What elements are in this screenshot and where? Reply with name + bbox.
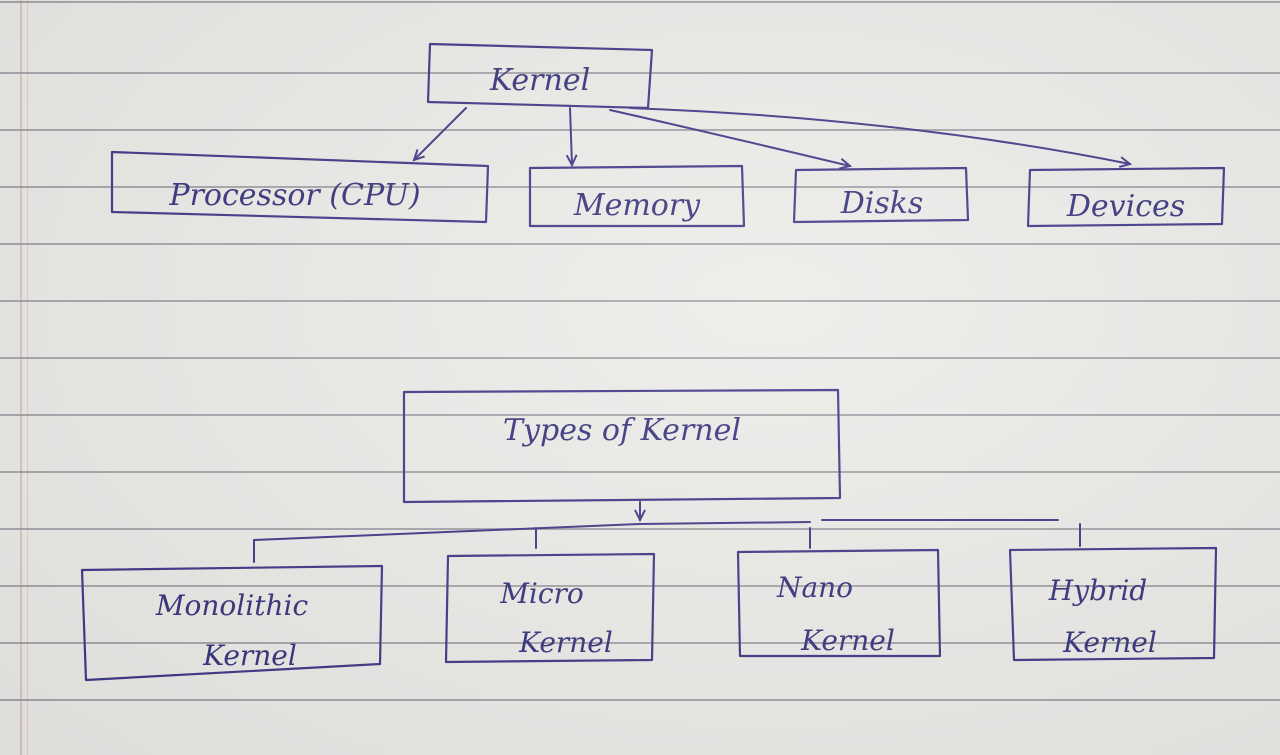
margin-line-inner <box>27 0 28 755</box>
devices-label: Devices <box>1066 189 1185 224</box>
memory-label: Memory <box>573 188 701 223</box>
types-of-kernel-node: Types of Kernel <box>402 388 842 504</box>
edge-kernel-memory <box>565 107 578 168</box>
kernel-label: Kernel <box>489 63 590 98</box>
bracket-left <box>253 521 811 541</box>
hybrid-label-line2: Kernel <box>1062 626 1157 659</box>
types-edges <box>253 501 1081 563</box>
types-of-kernel-label: Types of Kernel <box>503 413 741 448</box>
kernel-edges <box>412 107 1133 170</box>
nano-label-line2: Kernel <box>800 624 895 657</box>
edge-kernel-disks <box>609 109 853 170</box>
micro-label-line2: Kernel <box>518 626 613 659</box>
disks-label: Disks <box>840 186 924 221</box>
memory-node: Memory <box>528 164 746 228</box>
micro-label-line1: Micro <box>499 577 584 610</box>
monolithic-label-line2: Kernel <box>202 639 297 672</box>
hybrid-label-line1: Hybrid <box>1048 574 1147 607</box>
kernel-node: Kernel <box>426 42 654 110</box>
hybrid-node: Hybrid Kernel <box>1008 546 1218 662</box>
disks-node: Disks <box>792 166 970 224</box>
micro-node: Micro Kernel <box>444 552 656 664</box>
monolithic-label-line1: Monolithic <box>155 589 309 622</box>
monolithic-node: Monolithic Kernel <box>80 564 384 682</box>
nano-node: Nano Kernel <box>736 548 942 658</box>
processor-node: Processor (CPU) <box>110 150 490 224</box>
edge-kernel-processor <box>412 107 467 162</box>
nano-label-line1: Nano <box>776 571 853 604</box>
edge-kernel-devices <box>629 107 1133 168</box>
devices-node: Devices <box>1026 166 1226 228</box>
processor-label: Processor (CPU) <box>168 178 420 213</box>
margin-line <box>20 0 22 755</box>
